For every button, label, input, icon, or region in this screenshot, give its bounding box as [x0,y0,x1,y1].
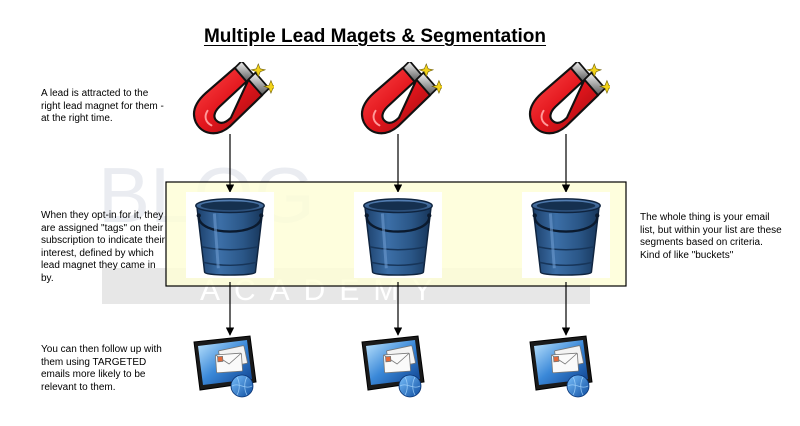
email-tablet-icon [361,335,425,398]
segment-column-1 [186,62,274,398]
note-email-list: The whole thing is your email list, but … [640,212,782,261]
email-tablet-icon [193,335,257,398]
page-title: Multiple Lead Magets & Segmentation [203,26,547,47]
bucket-icon [194,197,266,277]
note-attract: A lead is attracted to the right lead ma… [41,88,164,124]
magnet-icon [192,62,274,135]
segments [186,62,610,398]
segment-column-2 [354,62,442,398]
segment-column-3 [522,62,610,398]
note-optin-tags: When they opt-in for it, they are assign… [41,210,165,284]
magnet-icon [528,62,610,135]
magnet-icon [360,62,442,135]
bucket-icon [362,197,434,277]
email-tablet-icon [529,335,593,398]
note-followup: You can then follow up with them using T… [41,344,162,393]
bucket-icon [530,197,602,277]
